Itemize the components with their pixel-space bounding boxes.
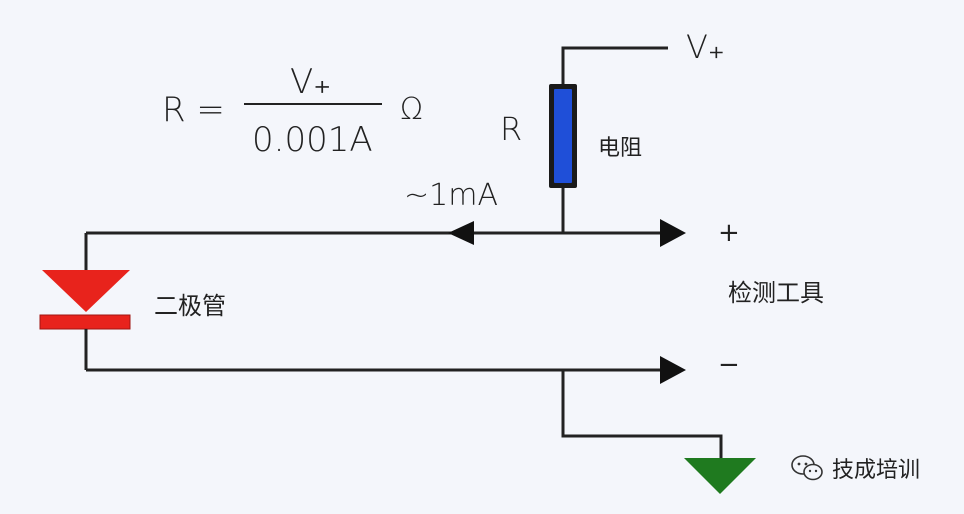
plus-terminal-label: + bbox=[718, 218, 740, 248]
tool-label: 检测工具 bbox=[728, 279, 824, 307]
formula-unit: Ω bbox=[400, 92, 423, 127]
diode-triangle bbox=[42, 270, 130, 312]
formula-denominator: 0.001A bbox=[252, 120, 373, 160]
watermark-text: 技成培训 bbox=[832, 458, 921, 483]
supply-wire bbox=[561, 46, 668, 86]
minus-terminal-arrow bbox=[660, 356, 686, 384]
current-label: ~1mA bbox=[404, 178, 498, 213]
wechat-icon bbox=[791, 455, 823, 481]
ground-symbol bbox=[684, 458, 756, 494]
plus-terminal-arrow bbox=[660, 219, 686, 247]
current-arrow bbox=[448, 221, 474, 245]
formula-numerator: V₊ bbox=[290, 62, 332, 102]
resistor-symbol-label: R bbox=[500, 110, 523, 148]
formula-lhs: R = bbox=[162, 90, 225, 130]
supply-label: V₊ bbox=[686, 28, 725, 66]
resistor-fill bbox=[554, 89, 572, 183]
watermark: 技成培训 bbox=[790, 452, 920, 484]
resistor-name-label: 电阻 bbox=[598, 136, 643, 161]
diode-bar bbox=[39, 314, 131, 330]
ground-wire bbox=[561, 370, 723, 458]
diode-label: 二极管 bbox=[154, 292, 226, 320]
minus-terminal-label: − bbox=[718, 350, 740, 380]
